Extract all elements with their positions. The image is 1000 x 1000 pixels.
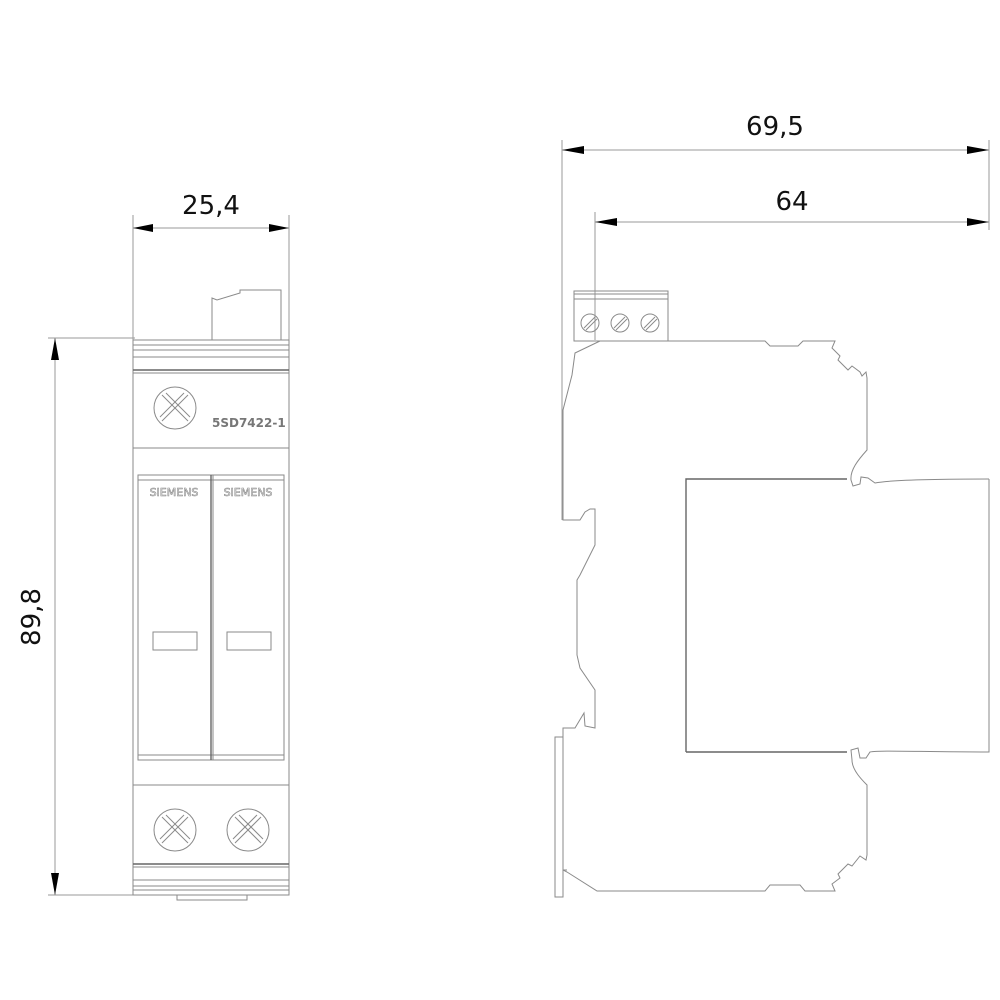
front-view: 25,4 89,8 5SD7422-1 <box>17 191 290 901</box>
dimension-overall-depth-label: 69,5 <box>746 112 804 142</box>
brand-label-right: SIEMENS <box>224 486 273 499</box>
dimension-body-depth-label: 64 <box>775 187 808 217</box>
dimension-width: 25,4 <box>132 191 290 340</box>
arrow-right-icon <box>967 146 989 154</box>
arrow-up-icon <box>51 338 59 360</box>
model-label: 5SD7422-1 <box>212 416 286 430</box>
top-connector <box>211 289 282 340</box>
terminal-screw-icon <box>610 313 630 333</box>
dimension-width-label: 25,4 <box>182 191 240 221</box>
arrow-right-icon <box>269 224 289 232</box>
terminal-screw-icon <box>226 808 270 852</box>
din-clip <box>176 895 248 901</box>
terminal-screw-icon <box>153 386 197 430</box>
arrow-left-icon <box>595 218 617 226</box>
cartridge-left: SIEMENS <box>149 486 199 651</box>
arrow-down-icon <box>51 873 59 895</box>
housing-outline <box>600 340 990 487</box>
terminal-screw-icon <box>640 313 660 333</box>
status-window-left <box>152 631 198 651</box>
dimension-height-label: 89,8 <box>17 588 47 646</box>
cartridge-outline <box>685 478 847 752</box>
terminal-block <box>573 290 669 342</box>
device-body <box>132 339 290 896</box>
dimension-overall-depth: 69,5 <box>561 112 990 520</box>
status-window-right <box>226 631 272 651</box>
dimension-body-depth: 64 <box>594 187 989 340</box>
arrow-left-icon <box>562 146 584 154</box>
din-rail-clip <box>554 736 564 898</box>
terminal-screw-icon <box>153 808 197 852</box>
brand-label-left: SIEMENS <box>150 486 199 499</box>
terminal-screw-icon <box>580 313 600 333</box>
side-view: 69,5 64 <box>554 112 990 898</box>
arrow-right-icon <box>967 218 989 226</box>
dimension-height: 89,8 <box>17 337 135 896</box>
cartridge-right: SIEMENS <box>223 486 273 651</box>
arrow-left-icon <box>133 224 153 232</box>
